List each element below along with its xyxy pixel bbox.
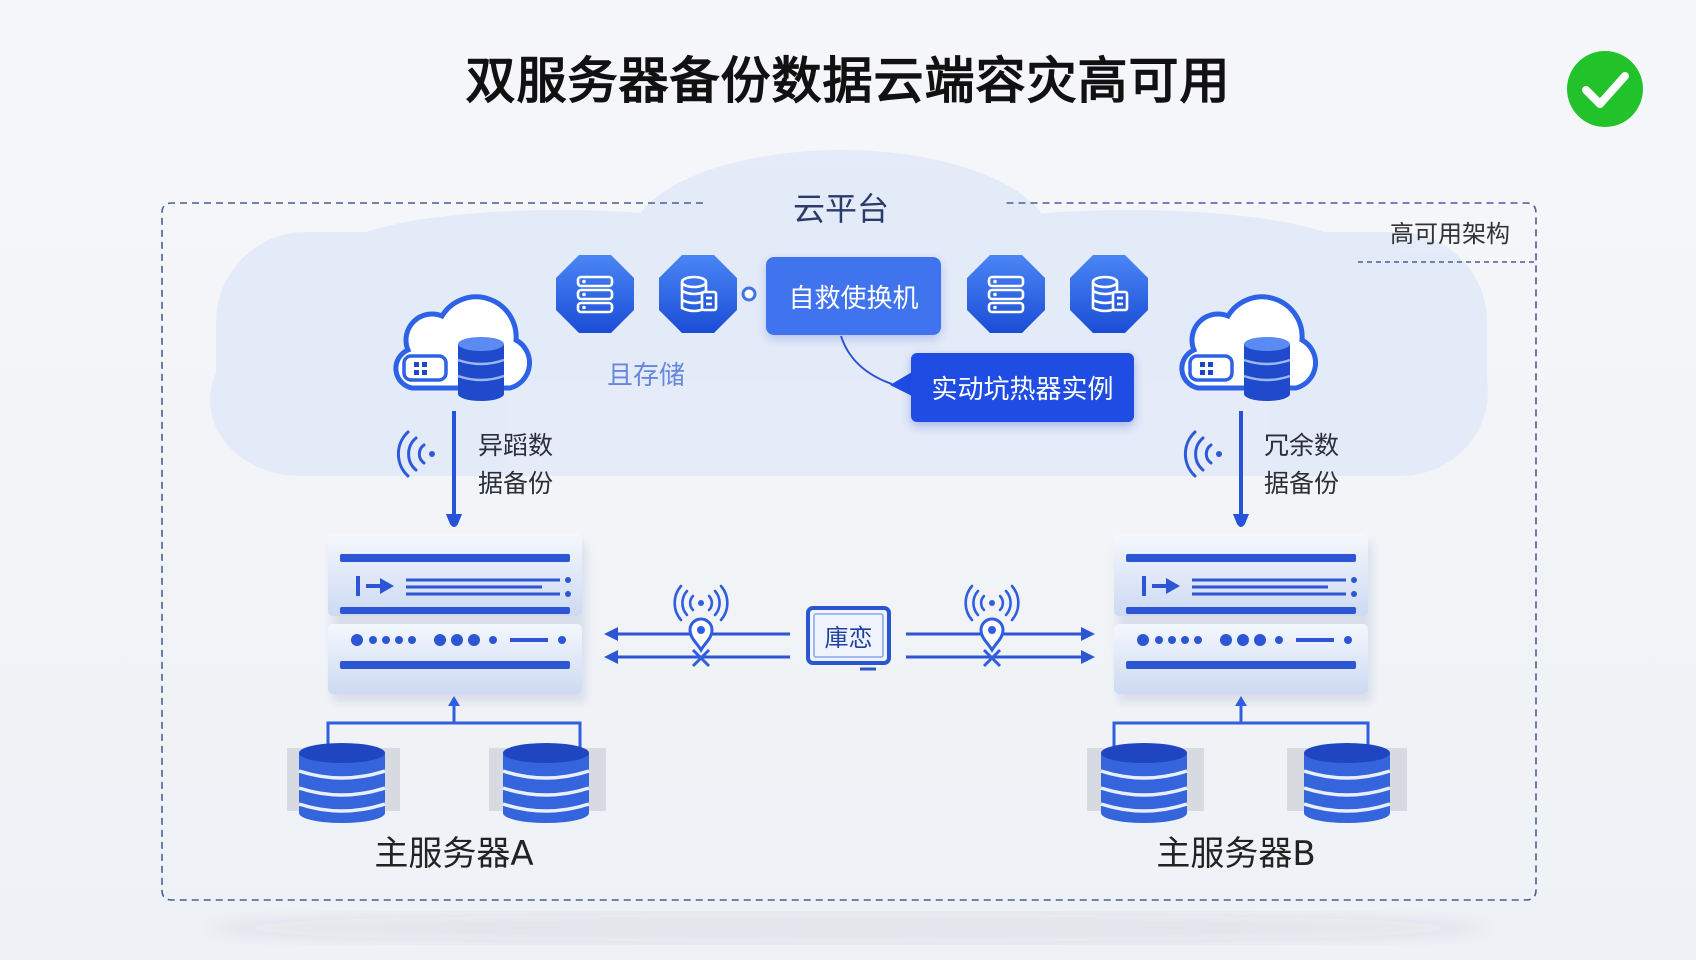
cloud-platform-label: 云平台 <box>792 190 889 228</box>
server-stack-icon <box>556 255 634 333</box>
server-a-label: 主服务器A <box>374 834 534 874</box>
storage-label: 且存储 <box>606 361 685 391</box>
backup-arrow-right <box>1233 411 1249 527</box>
location-pin-icon <box>979 617 1005 668</box>
server-rack-a <box>328 534 586 702</box>
broadcast-icon <box>964 584 1020 622</box>
database-icon <box>659 255 737 333</box>
database-icon <box>489 743 606 823</box>
standby-instance-label: 实动坑热器实例 <box>931 375 1114 405</box>
cloud-platform-shape <box>210 150 1488 476</box>
callout-pointer <box>890 372 912 396</box>
backup-flow-label-b: 冗余数 据备份 <box>1264 427 1339 503</box>
database-icon <box>1087 743 1204 823</box>
server-b-label: 主服务器B <box>1156 834 1316 874</box>
ha-frame-label: 高可用架构 <box>1390 220 1510 248</box>
switch-connector-dot <box>741 286 757 302</box>
cloud-database-icon <box>393 294 533 401</box>
broadcast-icon <box>673 584 729 622</box>
backup-flow-line1: 异蹈数 <box>478 431 554 460</box>
failover-switch-label: 自救使换机 <box>788 283 919 314</box>
ha-frame <box>161 202 1537 901</box>
monitor-label: 庫恋 <box>824 624 873 652</box>
backup-arrow-left <box>446 411 462 527</box>
wireless-icon <box>1183 430 1222 478</box>
server-rack-b <box>1114 534 1372 702</box>
monitor-icon <box>806 606 891 671</box>
wireless-icon <box>396 430 435 478</box>
storage-connector-b <box>1112 696 1370 748</box>
server-stack-icon <box>967 255 1045 333</box>
backup-flow-line1: 冗余数 <box>1264 431 1340 460</box>
backup-flow-line2: 据备份 <box>1264 469 1340 498</box>
database-icon <box>1287 743 1407 823</box>
standby-instance-box: 实动坑热器实例 <box>911 353 1134 422</box>
database-icon <box>1070 255 1148 333</box>
callout-line <box>840 335 893 385</box>
storage-connector-a <box>326 696 582 748</box>
page-title: 双服务器备份数据云端容灾高可用 <box>465 52 1231 110</box>
cloud-database-icon <box>1179 294 1319 401</box>
ground-shadow <box>208 914 1488 942</box>
check-circle-icon <box>1567 51 1643 127</box>
backup-flow-line2: 据备份 <box>478 469 554 498</box>
location-pin-icon <box>688 617 714 668</box>
backup-flow-label-a: 异蹈数 据备份 <box>478 427 553 503</box>
failover-switch-box: 自救使换机 <box>766 257 941 335</box>
database-icon <box>287 743 400 823</box>
